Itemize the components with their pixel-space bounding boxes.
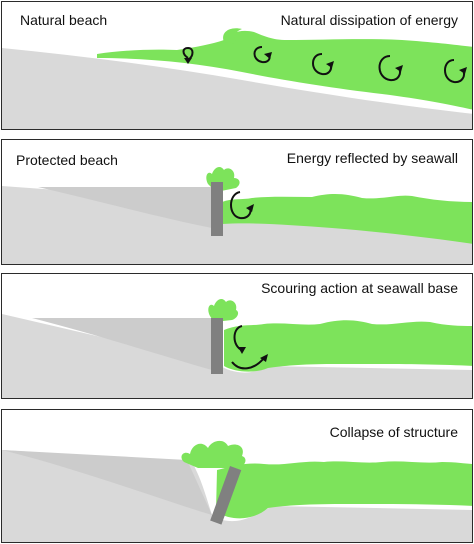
- left-label: Natural beach: [20, 12, 108, 28]
- right-label: Energy reflected by seawall: [286, 150, 458, 166]
- wave-water: [224, 320, 472, 372]
- wave-water: [97, 30, 472, 110]
- natural-beach-illustration: [2, 28, 472, 129]
- protected-beach-illustration: [2, 167, 472, 264]
- reflection-arrowhead: [246, 204, 254, 212]
- arrowheads: [184, 52, 467, 74]
- seawall-tilted: [210, 466, 242, 525]
- splash: [181, 440, 246, 468]
- backfill: [32, 318, 212, 370]
- wave-water: [222, 194, 472, 244]
- scour-arrow-top-head: [238, 347, 246, 354]
- scour-arrow-bottom: [231, 357, 265, 370]
- seawall: [211, 182, 223, 236]
- panel-scouring: Scouring action at seawall base: [1, 273, 473, 399]
- sand-beach: [2, 48, 472, 129]
- panel-collapse: Collapse of structure: [1, 409, 473, 543]
- backfill: [38, 187, 212, 228]
- wave-water: [216, 461, 472, 519]
- seawall: [211, 318, 223, 374]
- crest-curl: [223, 28, 242, 44]
- panel-protected-beach: Protected beach Energy reflected by seaw…: [1, 139, 473, 265]
- reflection-arrow: [230, 191, 252, 220]
- panel-natural-beach: Natural beach Natural dissipation of ene…: [1, 1, 473, 130]
- sand-beach: [2, 314, 472, 398]
- left-label: Protected beach: [16, 152, 118, 168]
- collapse-illustration: [2, 440, 472, 542]
- scouring-illustration: [2, 299, 472, 398]
- backfill: [2, 450, 212, 515]
- scour-arrow-bottom-head: [260, 354, 268, 362]
- right-label: Natural dissipation of energy: [280, 12, 458, 28]
- right-label: Scouring action at seawall base: [261, 280, 458, 296]
- right-label: Collapse of structure: [329, 424, 458, 440]
- splash: [208, 299, 239, 322]
